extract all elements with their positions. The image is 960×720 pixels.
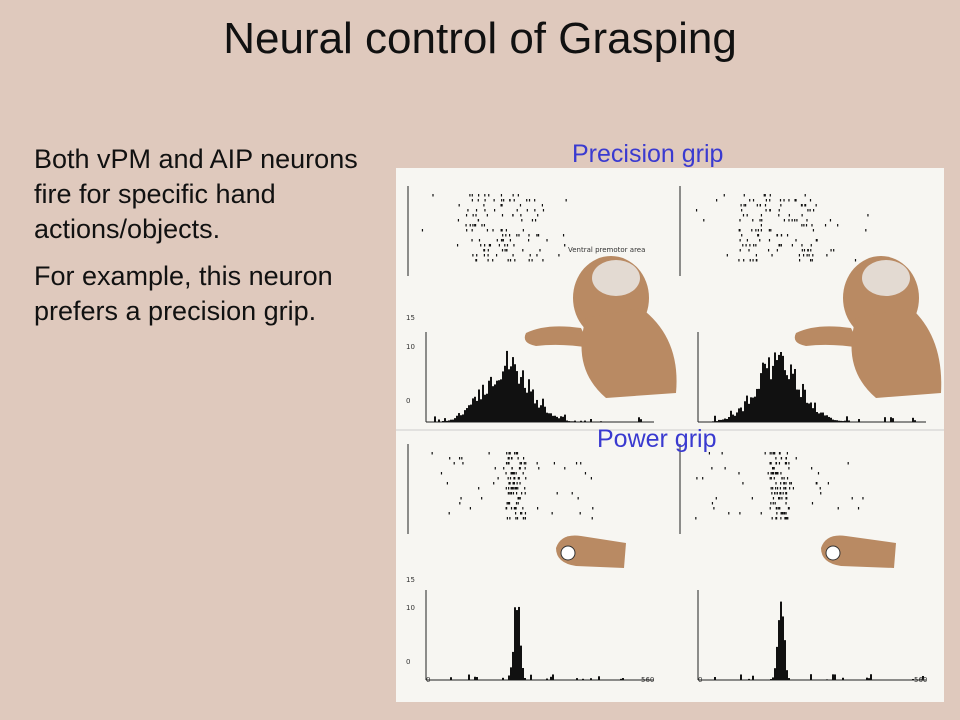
y-tick-top-10: 10 [406,343,415,351]
monkey-illustration-left [524,256,677,398]
neuron-recording-figure: Ventral premotor area 15 10 0 15 10 0 0 … [396,168,944,702]
y-tick-bottom-0: 0 [406,658,411,666]
slide-title: Neural control of Grasping [223,14,737,63]
y-tick-bottom-10: 10 [406,604,415,612]
area-label: Ventral premotor area [568,246,646,254]
y-tick-bottom-15: 15 [406,576,415,584]
monkey-illustration-right [794,256,942,398]
figure-svg [396,186,944,681]
body-text: Both vPM and AIP neurons fire for specif… [34,142,374,341]
caption-precision-grip: Precision grip [572,140,724,168]
hand-illustration-left [556,535,626,568]
y-tick-top-0: 0 [406,397,411,405]
x-tick-right-560: 560 [914,676,928,684]
caption-power-grip: Power grip [597,425,717,453]
x-tick-right-0: 0 [698,676,703,684]
paragraph-1: Both vPM and AIP neurons fire for specif… [34,144,358,244]
paragraph-2: For example, this neuron prefers a preci… [34,261,333,326]
y-tick-top-15: 15 [406,314,415,322]
x-tick-left-560: 560 [641,676,655,684]
hand-illustration-right [821,535,896,568]
x-tick-left-0: 0 [426,676,431,684]
